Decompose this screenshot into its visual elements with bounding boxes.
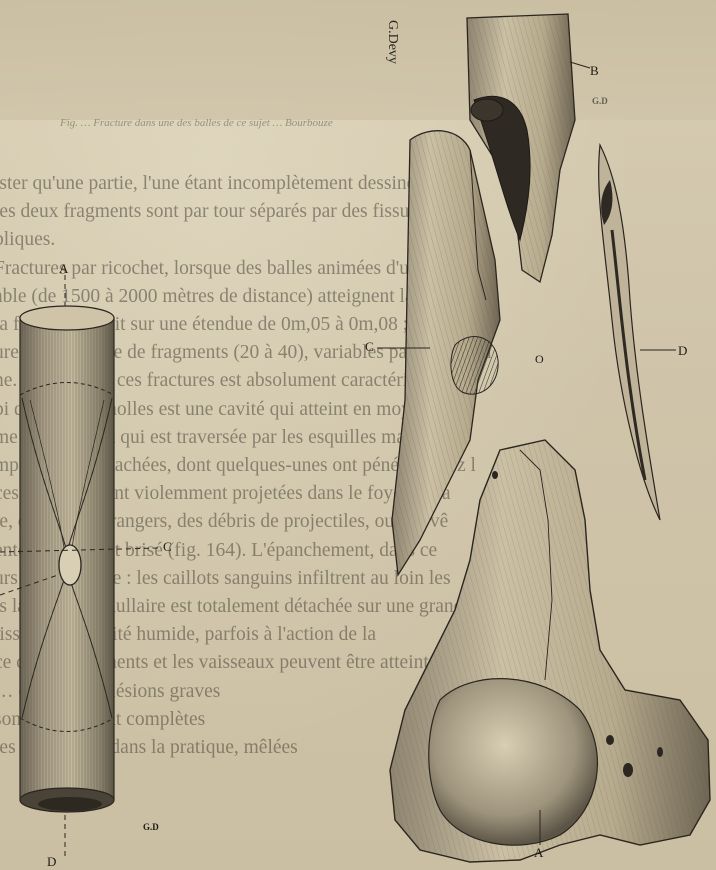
cylinder-label-a: A [59, 262, 68, 275]
cylinder-signature: G.D [143, 823, 159, 832]
cylinder-label-c: C [163, 540, 172, 553]
bone-label-a: A [534, 846, 543, 859]
bone-signature-small: G.D [592, 97, 608, 106]
condyle [429, 679, 598, 846]
bone-label-b: B [590, 64, 599, 77]
spongy-bone-fragment [451, 337, 498, 395]
cylinder-diagram [0, 275, 160, 860]
cylinder-bottom-hollow [38, 797, 102, 811]
cylinder-top-ellipse [20, 306, 114, 330]
bone-signature: G.Devy [384, 20, 400, 64]
bone-label-d: D [678, 344, 687, 357]
cylinder-label-d: D [47, 855, 56, 868]
bone-label-c: C [365, 340, 374, 353]
impact-hole [59, 545, 81, 585]
fractured-femur-drawing [377, 14, 710, 862]
bone-label-o: O [535, 353, 544, 365]
